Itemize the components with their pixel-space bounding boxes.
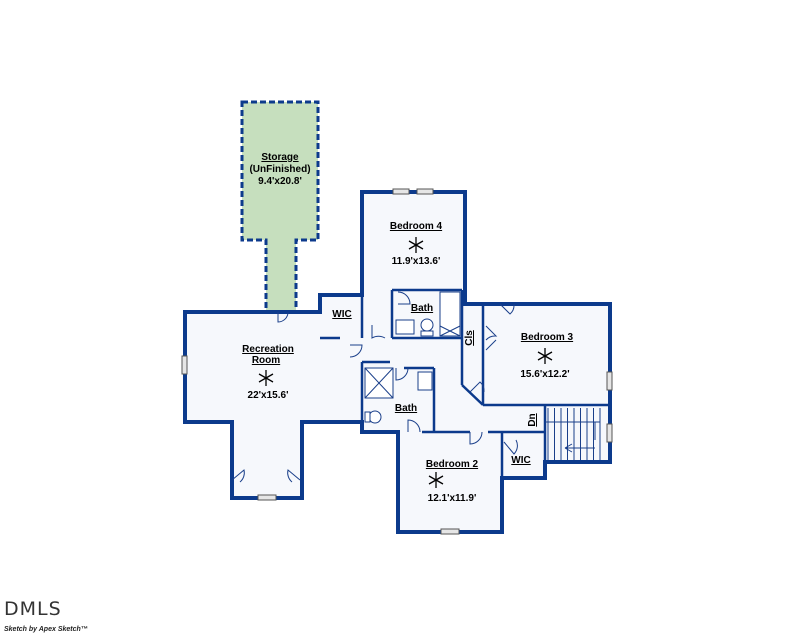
bedroom2-size: 12.1'x11.9' [428, 493, 477, 504]
brand-logo: DMLS [4, 598, 62, 620]
floor-outline [183, 190, 612, 534]
storage-note: (UnFinished) [249, 164, 310, 175]
sketch-credit: Sketch by Apex Sketch™ [4, 626, 88, 633]
stairs [545, 408, 601, 460]
windows [181, 188, 613, 535]
recreation-size: 22'x15.6' [248, 390, 289, 401]
ceiling-fan-icon [258, 370, 274, 386]
bath-top-label: Bath [411, 303, 433, 314]
storage-size: 9.4'x20.8' [258, 176, 302, 187]
ceiling-fan-icon [408, 237, 424, 253]
closet-label: Cls [464, 330, 475, 346]
bath-fixtures-top [395, 291, 461, 337]
ceiling-fan-icon [537, 348, 553, 364]
door-swings [231, 291, 518, 483]
recreation-label-2: Room [252, 355, 280, 366]
bedroom3-size: 15.6'x12.2' [520, 369, 569, 380]
interior-walls [320, 288, 610, 478]
bedroom2-label: Bedroom 2 [426, 459, 479, 470]
ceiling-fan-icon [428, 472, 444, 488]
recreation-label-1: Recreation [242, 344, 294, 355]
storage-label: Storage [261, 152, 299, 163]
bath-fixtures-mid [364, 367, 433, 424]
wic-low-label: WIC [511, 455, 530, 466]
wic-top-label: WIC [332, 309, 351, 320]
bedroom4-label: Bedroom 4 [390, 221, 443, 232]
bath-mid-label: Bath [395, 403, 417, 414]
bedroom4-size: 11.9'x13.6' [392, 256, 441, 267]
bedroom3-label: Bedroom 3 [521, 332, 574, 343]
storage-area [240, 100, 320, 314]
stairs-label: Dn [527, 413, 538, 426]
